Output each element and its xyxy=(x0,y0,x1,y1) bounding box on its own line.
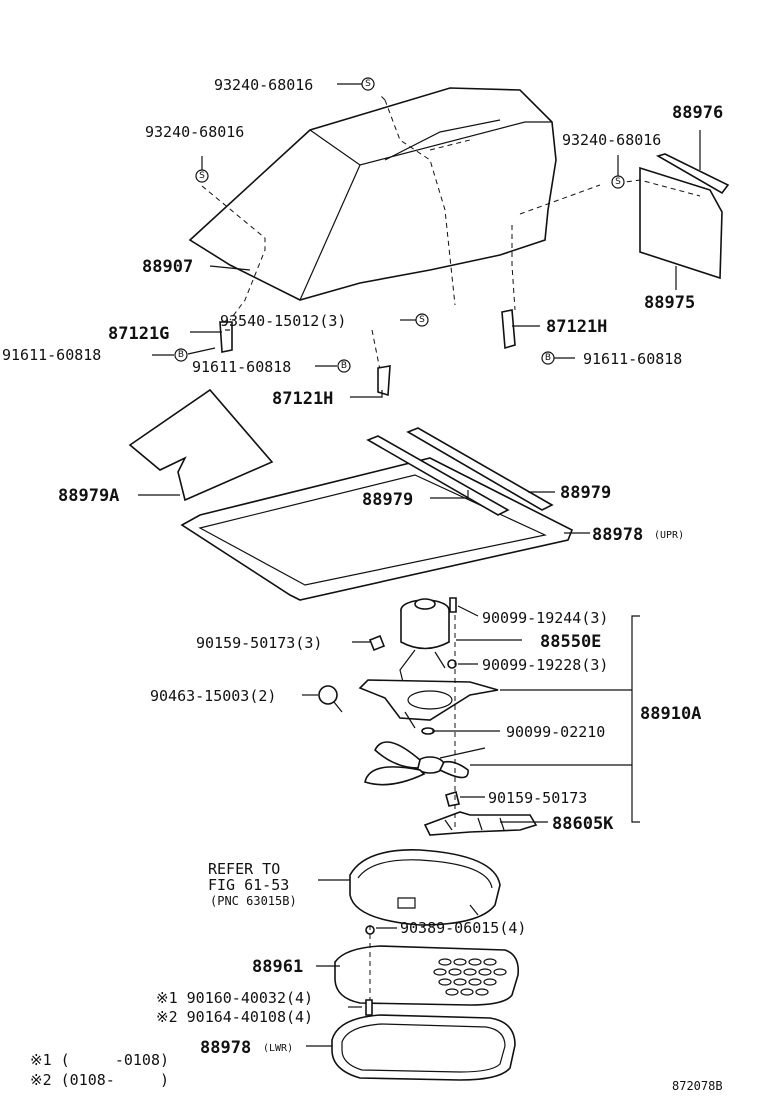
label-90160-40032: ※1 90160-40032(4) xyxy=(156,989,313,1007)
label-88978-lower-note: (LWR) xyxy=(263,1043,293,1054)
symbol-b-91611-c: B xyxy=(541,351,555,365)
motor-88550e xyxy=(399,598,450,691)
svg-text:S: S xyxy=(419,315,425,325)
gasket-sheet-88979a xyxy=(128,388,274,502)
figure-id: 872078B xyxy=(672,1079,723,1093)
resistor-88605k xyxy=(423,811,538,836)
label-88961: 88961 xyxy=(252,957,303,977)
frame-88978-lower xyxy=(331,1014,516,1081)
cover-88907 xyxy=(188,87,557,306)
bolt-90159-50173-lower xyxy=(445,790,460,807)
label-88975: 88975 xyxy=(644,293,695,313)
symbol-s-93240-right: S xyxy=(611,175,625,189)
bracket-87121h-center xyxy=(377,365,391,397)
symbol-s-93540: S xyxy=(415,313,429,327)
label-88979-left: 88979 xyxy=(362,490,413,510)
label-88976: 88976 xyxy=(672,103,723,123)
label-90389-06015: 90389-06015(4) xyxy=(400,919,526,937)
svg-text:S: S xyxy=(199,171,205,181)
svg-text:B: B xyxy=(341,361,347,371)
label-90099-02210: 90099-02210 xyxy=(506,723,605,741)
frame-88978-upper xyxy=(180,457,574,601)
panel-88975 xyxy=(639,153,730,280)
label-90159-50173-lower: 90159-50173 xyxy=(488,789,587,807)
label-93540-15012: 93540-15012(3) xyxy=(220,312,346,330)
symbol-s-93240-top: S xyxy=(361,77,375,91)
housing-ring xyxy=(349,849,501,926)
bracket-87121h-right xyxy=(501,309,516,350)
label-87121g: 87121G xyxy=(108,324,169,344)
fan-blade xyxy=(364,741,486,786)
label-93240-68016-top: 93240-68016 xyxy=(214,76,313,94)
svg-text:B: B xyxy=(178,350,184,360)
label-88979-right: 88979 xyxy=(560,483,611,503)
screw-90099-19244 xyxy=(449,597,457,613)
bolt-90159-50173-upper xyxy=(368,634,386,652)
footnote-1: ※1 ( -0108) xyxy=(30,1051,169,1069)
label-87121h-right: 87121H xyxy=(546,317,607,337)
grille-88961 xyxy=(334,945,520,1006)
label-refer-fig: FIG 61-53 xyxy=(208,876,289,894)
label-88907: 88907 xyxy=(142,257,193,277)
svg-text:B: B xyxy=(545,353,551,363)
label-93240-68016-left: 93240-68016 xyxy=(145,123,244,141)
label-87121h-center: 87121H xyxy=(272,389,333,409)
bar-88979-right xyxy=(406,427,554,511)
mount-plate xyxy=(358,679,499,729)
label-91611-60818-b: 91611-60818 xyxy=(192,358,291,376)
clamp-90463-15003 xyxy=(318,685,343,713)
label-88605k: 88605K xyxy=(552,814,614,834)
label-88910a: 88910A xyxy=(640,704,701,724)
footnote-2: ※2 (0108- ) xyxy=(30,1071,169,1089)
bracket-87121g xyxy=(219,321,233,353)
label-90164-40108: ※2 90164-40108(4) xyxy=(156,1008,313,1026)
label-88978-upper-note: (UPR) xyxy=(654,530,684,541)
label-refer-pnc: (PNC 63015B) xyxy=(210,894,297,908)
label-90099-19228: 90099-19228(3) xyxy=(482,656,608,674)
svg-text:S: S xyxy=(365,79,371,89)
svg-text:S: S xyxy=(615,177,621,187)
nut-90099-19228 xyxy=(447,659,457,669)
label-88550e: 88550E xyxy=(540,632,601,652)
label-90159-50173-upper: 90159-50173(3) xyxy=(196,634,322,652)
label-93240-68016-right: 93240-68016 xyxy=(562,131,661,149)
label-refer-to: REFER TO xyxy=(208,860,280,878)
bar-88979-left xyxy=(366,435,510,516)
label-88978-lower: 88978 xyxy=(200,1038,251,1058)
label-91611-60818-a: 91611-60818 xyxy=(2,346,101,364)
label-88979a: 88979A xyxy=(58,486,119,506)
symbol-b-91611-b: B xyxy=(337,359,351,373)
label-90099-19244: 90099-19244(3) xyxy=(482,609,608,627)
label-90463-15003: 90463-15003(2) xyxy=(150,687,276,705)
label-88978-upper: 88978 xyxy=(592,525,643,545)
label-91611-60818-c: 91611-60818 xyxy=(583,350,682,368)
symbol-s-93240-left: S xyxy=(195,169,209,183)
symbol-b-91611-a: B xyxy=(174,348,188,362)
screw-90160-90164 xyxy=(365,999,373,1016)
